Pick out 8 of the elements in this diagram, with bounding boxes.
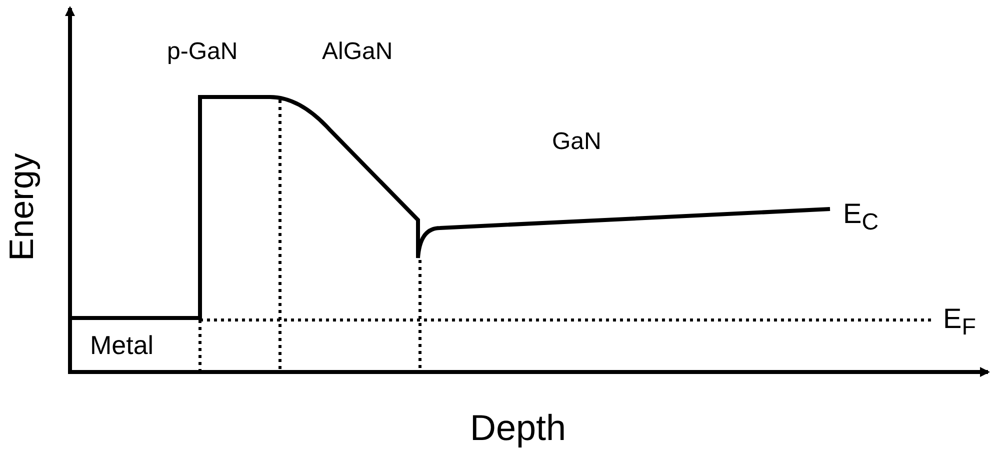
layer-label: AlGaN <box>322 40 393 64</box>
layer-label: p-GaN <box>167 40 238 64</box>
band-label: E$_{F}$ <box>943 305 976 339</box>
axis-title: Energy <box>4 153 39 261</box>
region-label: Metal <box>90 332 154 358</box>
band-label: E$_{C}$ <box>843 200 879 234</box>
axis-title: Depth <box>470 410 566 446</box>
layer-label: GaN <box>552 130 602 154</box>
